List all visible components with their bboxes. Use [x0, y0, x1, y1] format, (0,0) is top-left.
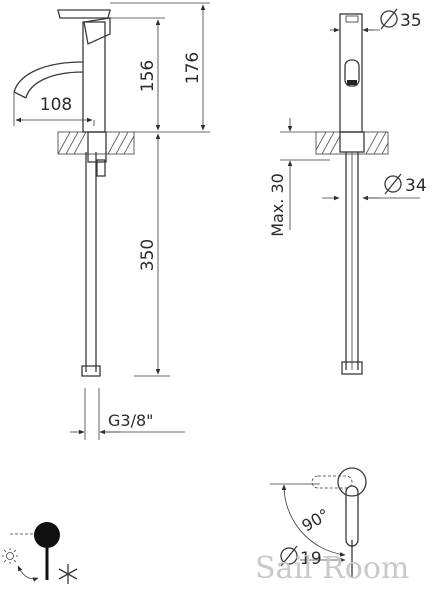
- spout-tip: [13, 91, 27, 99]
- lever-handle: [83, 17, 111, 45]
- front-view: 35 Max. 30 34: [268, 8, 427, 375]
- diameter-symbol-icon: [280, 545, 298, 567]
- dim-d19-label: 19: [300, 549, 322, 569]
- countertop-hatch-right: [315, 131, 389, 155]
- snowflake-icon: [58, 564, 78, 584]
- watermark: Sail Room: [255, 551, 409, 586]
- front-aerator-outlet: [347, 80, 357, 85]
- front-cap: [345, 15, 359, 23]
- dim-176-label: 176: [183, 52, 203, 84]
- rotation-arrow: [17, 565, 39, 582]
- lever-knob: [34, 522, 60, 548]
- front-hose-connector: [341, 361, 363, 375]
- dim-350-label: 350: [138, 239, 158, 271]
- faucet-body: [82, 21, 106, 133]
- diameter-symbol-icon: [384, 173, 402, 195]
- top-view-lever-rotated: [311, 475, 353, 489]
- hot-cold-indicator: [2, 522, 78, 584]
- front-aerator: [344, 59, 360, 87]
- spout-upper: [13, 61, 84, 93]
- angle-arc: [281, 484, 346, 557]
- dim-d35-label: 35: [400, 11, 422, 31]
- front-shank: [339, 131, 365, 153]
- side-view: 156 176 108 350 G3/8": [13, 2, 210, 440]
- top-view-base-circle: [337, 467, 367, 497]
- countertop-hatch-left: [57, 131, 135, 155]
- dim-d34-label: 34: [405, 176, 427, 196]
- dim-thread-label: G3/8": [108, 411, 154, 430]
- mounting-shank: [87, 131, 107, 163]
- dim-108-label: 108: [40, 95, 72, 115]
- dim-max30-label: Max. 30: [268, 173, 287, 237]
- hose-connector: [81, 365, 101, 377]
- fixing-nut: [96, 159, 106, 177]
- dim-angle-label: 90°: [299, 505, 333, 536]
- lever-top: [57, 9, 111, 19]
- spout-lower: [25, 71, 84, 99]
- sun-icon: [2, 548, 18, 564]
- diameter-symbol-icon: [380, 8, 398, 30]
- dim-156-label: 156: [138, 60, 158, 92]
